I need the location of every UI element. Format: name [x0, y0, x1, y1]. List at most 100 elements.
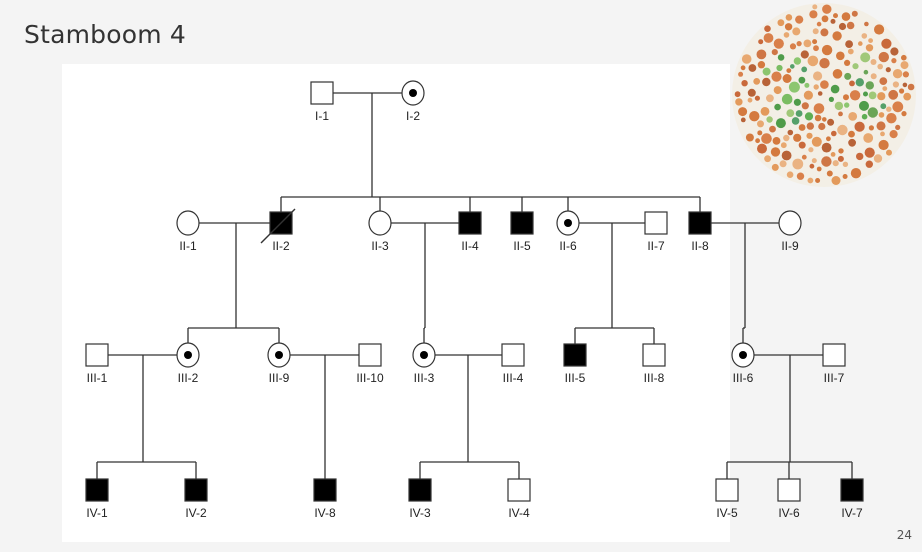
plate-dot — [740, 117, 746, 123]
plate-dot — [787, 129, 794, 136]
plate-dot — [826, 170, 833, 177]
plate-dot — [738, 71, 744, 77]
female-symbol — [368, 210, 392, 236]
individual-label-i-2: I-2 — [406, 109, 420, 123]
plate-dot — [850, 168, 862, 179]
plate-dot — [801, 154, 807, 160]
individual-label-iv-4: IV-4 — [508, 506, 530, 520]
plate-dot — [854, 121, 865, 132]
plate-dot — [865, 160, 873, 168]
plate-dot — [880, 103, 887, 110]
plate-dot — [764, 25, 771, 32]
male-symbol — [777, 478, 801, 502]
plate-dot — [754, 95, 760, 101]
plate-dot — [847, 48, 854, 55]
plate-dot — [749, 111, 760, 122]
plate-dot — [841, 12, 851, 21]
plate-dot — [856, 152, 864, 161]
individual-iii-10 — [358, 343, 382, 367]
plate-dot — [848, 112, 858, 121]
plate-dot — [860, 52, 871, 63]
plate-dot — [864, 147, 875, 158]
carrier-dot — [409, 89, 417, 97]
plate-dot — [738, 107, 748, 117]
plate-dot — [775, 118, 786, 129]
plate-dot — [846, 21, 855, 30]
male-symbol — [510, 211, 534, 235]
plate-dot — [803, 39, 812, 48]
plate-dot — [838, 22, 847, 31]
plate-dot — [863, 133, 874, 143]
plate-dot — [848, 130, 855, 138]
ishihara-plate-icon — [732, 3, 916, 187]
individual-label-iv-3: IV-3 — [409, 506, 431, 520]
plate-dot — [864, 21, 869, 27]
plate-dot — [786, 109, 795, 117]
carrier-dot — [420, 351, 428, 359]
individual-iii-4 — [501, 343, 525, 367]
individual-ii-1 — [176, 210, 200, 236]
plate-dot — [876, 121, 886, 131]
plate-dot — [878, 112, 885, 118]
plate-dot — [900, 61, 909, 70]
plate-dot — [801, 102, 809, 110]
plate-dot — [830, 152, 836, 157]
plate-dot — [807, 55, 819, 67]
plate-dot — [863, 69, 869, 75]
plate-dot — [747, 97, 753, 103]
plate-dot — [745, 133, 754, 142]
individual-label-iv-5: IV-5 — [716, 506, 738, 520]
plate-dot — [804, 112, 814, 121]
plate-dot — [791, 117, 800, 125]
individual-ii-3 — [368, 210, 392, 236]
plate-dot — [784, 23, 793, 31]
plate-dot — [796, 172, 805, 180]
plate-dot — [813, 45, 819, 52]
individual-label-ii-8: II-8 — [691, 239, 709, 253]
plate-dot — [807, 177, 814, 184]
plate-dot — [756, 49, 767, 60]
male-symbol — [688, 211, 712, 235]
plate-dot — [764, 155, 771, 163]
individual-iii-1 — [85, 343, 109, 367]
individual-label-iii-1: III-1 — [87, 371, 108, 385]
plate-dot — [868, 38, 873, 43]
plate-dot — [865, 44, 874, 52]
individual-iv-8 — [313, 478, 337, 502]
plate-dot — [795, 15, 804, 24]
plate-dot — [879, 77, 888, 85]
plate-dot — [819, 58, 830, 69]
individual-ii-9 — [778, 210, 802, 236]
individual-label-iv-8: IV-8 — [314, 506, 336, 520]
male-symbol — [358, 343, 382, 367]
plate-dot — [885, 67, 891, 73]
plate-dot — [804, 82, 810, 88]
individual-iii-5 — [563, 343, 587, 367]
plate-dot — [822, 4, 832, 14]
individual-label-iii-6: III-6 — [733, 371, 754, 385]
plate-dot — [809, 10, 818, 19]
plate-dot — [886, 106, 892, 112]
individual-iii-6 — [731, 342, 755, 368]
plate-dot — [848, 138, 856, 147]
plate-dot — [878, 51, 889, 63]
carrier-dot — [564, 219, 572, 227]
plate-dot — [899, 88, 905, 94]
plate-dot — [789, 43, 797, 50]
plate-dot — [795, 110, 803, 117]
plate-dot — [907, 83, 915, 91]
plate-dot — [806, 132, 813, 139]
plate-dot — [777, 19, 785, 27]
male-symbol — [408, 478, 432, 502]
plate-dot — [889, 130, 898, 139]
female-symbol — [778, 210, 802, 236]
plate-dot — [812, 39, 818, 45]
plate-dot — [855, 78, 864, 87]
male-symbol — [644, 211, 668, 235]
individual-iv-1 — [85, 478, 109, 502]
individual-iv-7 — [840, 478, 864, 502]
plate-dot — [793, 57, 802, 65]
plate-dot — [834, 101, 844, 111]
plate-dot — [766, 94, 774, 103]
